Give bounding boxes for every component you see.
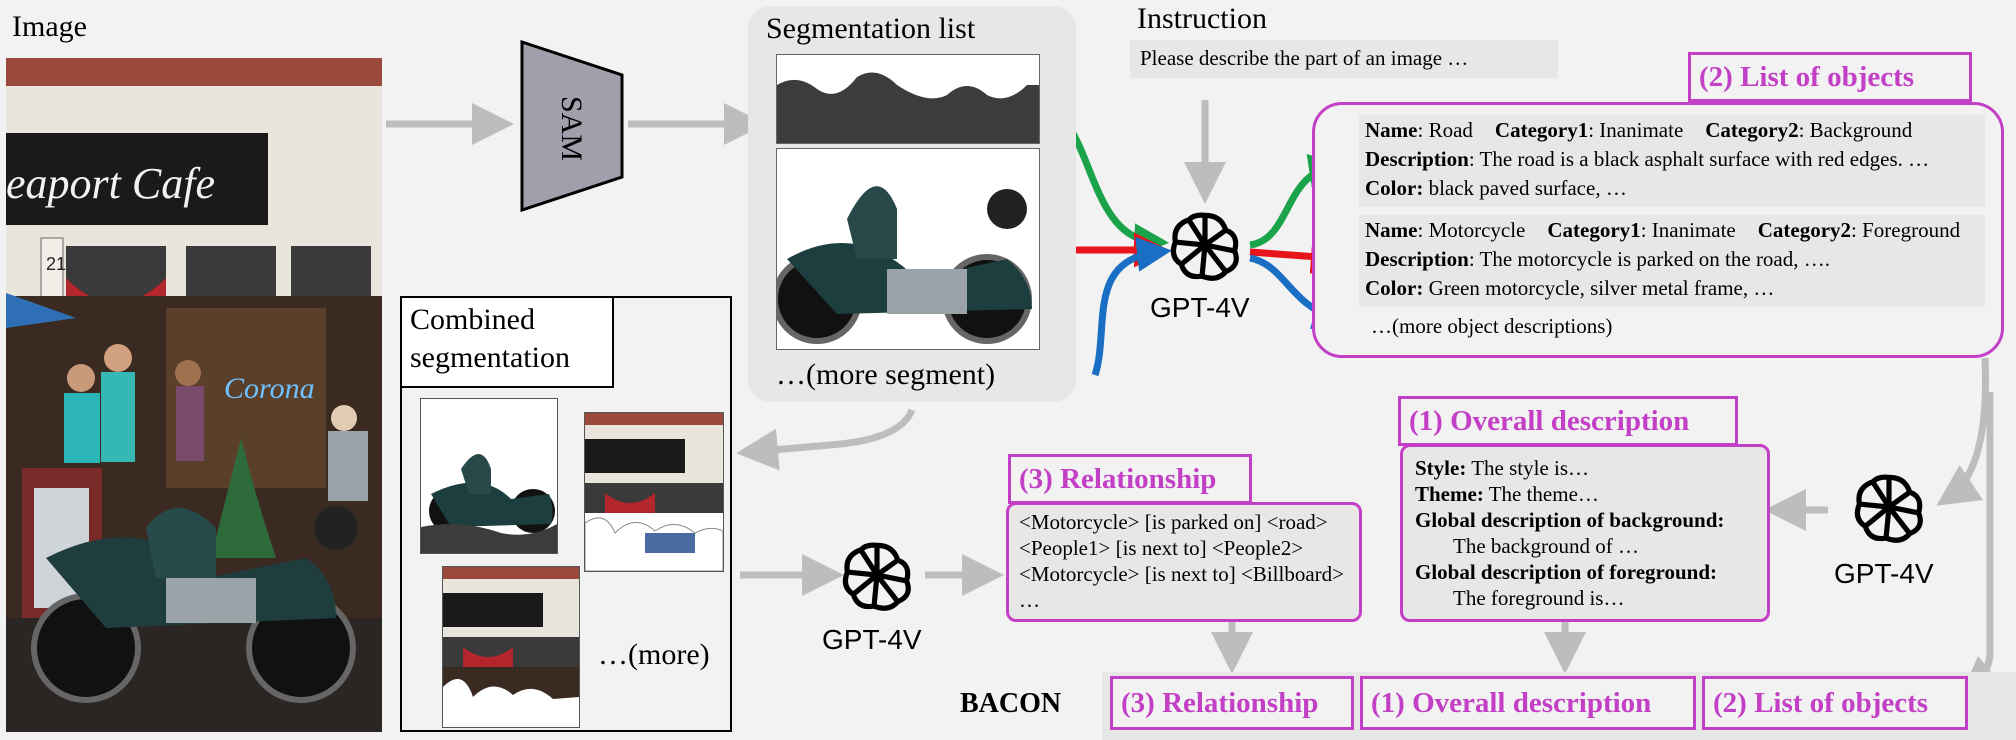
- theme-value: The theme…: [1483, 482, 1599, 506]
- description-value: : The road is a black asphalt surface wi…: [1468, 147, 1930, 171]
- openai-icon: [1854, 474, 1923, 543]
- relationship-line: <Motorcycle> [is parked on] <road>: [1019, 510, 1328, 534]
- gpt-right-label: GPT-4V: [1834, 558, 1934, 589]
- instruction-box: Please describe the part of an image …: [1130, 40, 1558, 78]
- instruction-text: Please describe the part of an image …: [1140, 46, 1469, 70]
- blue-arrow-more: [1091, 236, 1172, 377]
- style-key: Style:: [1415, 456, 1467, 480]
- background-key: Global description of background:: [1415, 508, 1725, 532]
- category1-value: : Inanimate: [1640, 218, 1736, 242]
- overall-title-box: (1) Overall description: [1398, 396, 1738, 446]
- relationship-line: <People1> [is next to] <People2>: [1019, 536, 1304, 560]
- arrow-seglist-to-combined: [736, 408, 916, 471]
- color-key: Color:: [1365, 176, 1424, 200]
- segment-motorcycle: [772, 148, 1040, 350]
- overall-title: (1) Overall description: [1409, 405, 1690, 437]
- description-key: Description: [1365, 247, 1469, 271]
- combined-image-motorcycle: [420, 398, 558, 554]
- openai-icon: [1170, 212, 1239, 281]
- combined-image-scene: [442, 566, 580, 728]
- name-value: : Motorcycle: [1417, 218, 1526, 242]
- instruction-title: Instruction: [1137, 2, 1267, 35]
- combined-segmentation-panel: Combined segmentation …(more): [400, 296, 732, 732]
- list-of-objects-title: (2) List of objects: [1699, 61, 1915, 93]
- list-of-objects-title-box: (2) List of objects: [1688, 52, 1972, 102]
- cafe-sign-text: eaport Cafe: [6, 159, 215, 208]
- combined-title-line2: segmentation: [410, 341, 570, 374]
- segmentation-list-title: Segmentation list: [766, 12, 976, 45]
- name-key: Name: [1365, 118, 1418, 142]
- gpt-bottom-label: GPT-4V: [822, 624, 922, 655]
- bacon-label: BACON: [960, 688, 1062, 719]
- category1-key: Category1: [1547, 218, 1641, 242]
- combined-more: …(more): [598, 638, 710, 671]
- name-key: Name: [1365, 218, 1418, 242]
- relationship-line: <Motorcycle> [is next to] <Billboard>: [1019, 562, 1344, 586]
- bacon-overall-box: (1) Overall description: [1360, 676, 1696, 730]
- relationship-title: (3) Relationship: [1019, 463, 1217, 495]
- overall-box: Style: The style is… Theme: The theme… G…: [1400, 444, 1770, 622]
- foreground-value: The foreground is…: [1453, 586, 1625, 610]
- theme-key: Theme:: [1415, 482, 1484, 506]
- bacon-relationship: (3) Relationship: [1121, 687, 1319, 719]
- color-key: Color:: [1365, 276, 1424, 300]
- relationship-title-box: (3) Relationship: [1008, 454, 1252, 504]
- sam-block: [520, 40, 624, 212]
- name-value: : Road: [1417, 118, 1473, 142]
- bacon-objects: (2) List of objects: [1713, 687, 1929, 719]
- input-photo: eaport Cafe 21 Corona: [6, 58, 382, 732]
- color-value: black paved surface, …: [1423, 176, 1627, 200]
- category1-value: : Inanimate: [1588, 118, 1684, 142]
- foreground-key: Global description of foreground:: [1415, 560, 1717, 584]
- more-objects-text: …(more object descriptions): [1371, 314, 1613, 338]
- neon-sign: Corona: [224, 372, 315, 405]
- category2-key: Category2: [1705, 118, 1799, 142]
- segmentation-more: …(more segment): [776, 358, 996, 391]
- sam-label: SAM: [555, 96, 588, 162]
- relationship-line: …: [1019, 588, 1040, 612]
- image-label: Image: [12, 10, 87, 43]
- background-value: The background of …: [1453, 534, 1640, 558]
- bacon-objects-box: (2) List of objects: [1702, 676, 1968, 730]
- description-value: : The motorcycle is parked on the road, …: [1468, 247, 1831, 271]
- category2-value: : Foreground: [1851, 218, 1961, 242]
- color-value: Green motorcycle, silver metal frame, …: [1423, 276, 1775, 300]
- description-key: Description: [1365, 147, 1469, 171]
- bacon-relationship-box: (3) Relationship: [1110, 676, 1354, 730]
- combined-title-line1: Combined: [410, 303, 535, 336]
- bacon-overall: (1) Overall description: [1371, 687, 1652, 719]
- combined-image-background: [584, 412, 724, 572]
- street-number: 21: [46, 254, 66, 274]
- object-card-road: Name: Road Category1: Inanimate Category2:…: [1359, 115, 1985, 207]
- category2-value: : Background: [1798, 118, 1913, 142]
- openai-icon: [842, 542, 911, 611]
- arrow-objects-to-gpt-right: [1936, 357, 1989, 506]
- segment-road: [776, 54, 1040, 144]
- gpt-center-label: GPT-4V: [1150, 292, 1250, 323]
- object-card-motorcycle: Name: Motorcycle Category1: Inanimate Cate…: [1359, 215, 1985, 307]
- style-value: The style is…: [1466, 456, 1590, 480]
- category1-key: Category1: [1494, 118, 1589, 142]
- relationship-box: <Motorcycle> [is parked on] <road> <Peop…: [1006, 502, 1362, 622]
- category2-key: Category2: [1757, 218, 1852, 242]
